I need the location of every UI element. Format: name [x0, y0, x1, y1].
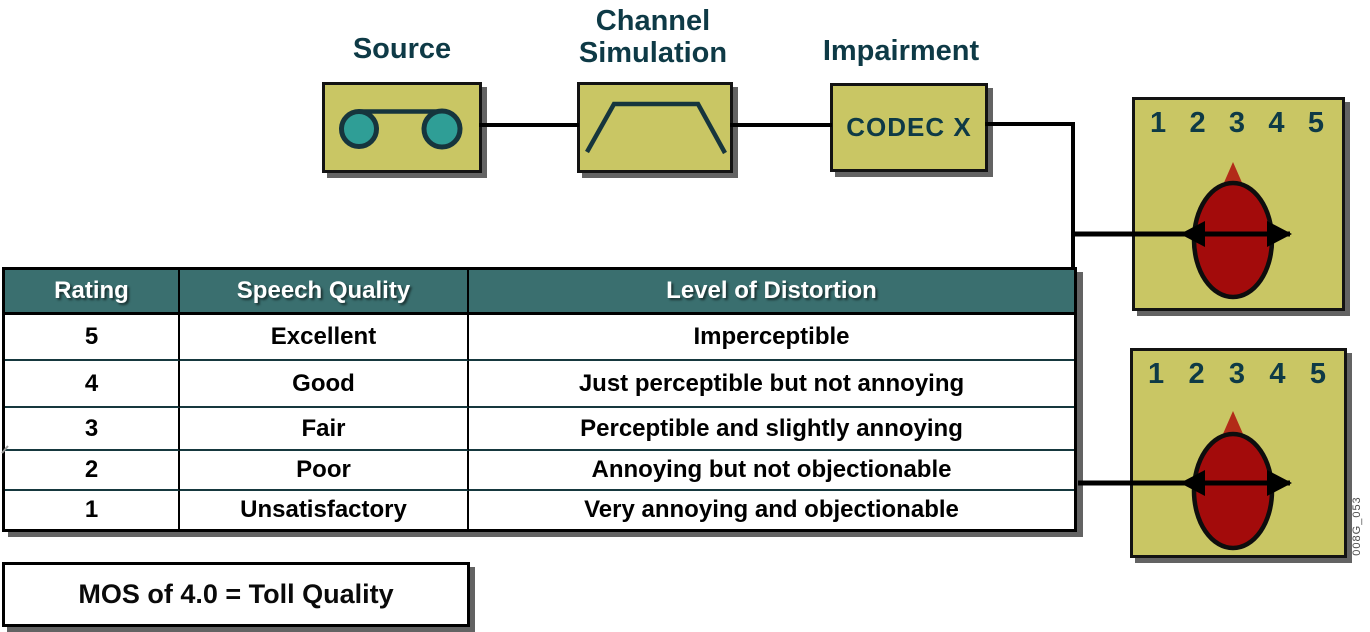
- dial-scale-number: 3: [1228, 358, 1246, 390]
- cell-level-of-distortion: Annoying but not objectionable: [469, 451, 1074, 491]
- dial-scale-number: 3: [1228, 107, 1246, 139]
- channel-label: Channel Simulation: [543, 5, 763, 69]
- header-cell-speech-quality: Speech Quality: [180, 270, 469, 315]
- cell-speech-quality: Good: [180, 361, 469, 408]
- mos-note-box: MOS of 4.0 = Toll Quality: [2, 562, 470, 627]
- source-box: [322, 82, 482, 173]
- cell-rating: 1: [5, 491, 180, 529]
- cell-rating: 5: [5, 315, 180, 361]
- header-cell-level-of-distortion: Level of Distortion: [469, 270, 1074, 315]
- tape-reel-icon: [339, 108, 463, 150]
- dial-scale-number: 2: [1189, 107, 1206, 139]
- channel-label-line2: Simulation: [578, 37, 728, 69]
- cell-level-of-distortion: Very annoying and objectionable: [584, 496, 959, 523]
- dial-scale-number: 1: [1148, 358, 1165, 390]
- cell-rating: 3: [5, 408, 180, 451]
- dial-scale-number: 1: [1150, 107, 1167, 139]
- cell-level-of-distortion: Perceptible and slightly annoying: [469, 408, 1074, 451]
- cell-speech-quality: Unsatisfactory: [180, 491, 469, 529]
- cell-level-of-distortion: Just perceptible but not annoying: [469, 361, 1074, 408]
- cell-speech-quality: Excellent: [180, 315, 469, 361]
- dial-scale-number: 4: [1268, 107, 1285, 139]
- cell-speech-quality: Fair: [180, 408, 469, 451]
- tape-reel-left: [339, 109, 379, 149]
- codec-label: CODEC X: [846, 112, 972, 142]
- source-label: Source: [352, 33, 452, 65]
- channel-label-line1: Channel: [595, 5, 711, 37]
- rating-table: Rating Speech Quality Level of Distortio…: [2, 267, 1077, 532]
- watermark-text: 008G_053: [1351, 496, 1363, 556]
- cell-rating: 4: [5, 361, 180, 408]
- mos-note-text: MOS of 4.0 = Toll Quality: [78, 579, 394, 609]
- rating-dial-2: 1 2 3 4 5: [1130, 348, 1347, 558]
- codec-box: CODEC X: [830, 83, 988, 172]
- dial-2-scale: 1 2 3 4 5: [1133, 351, 1344, 391]
- dial-scale-number: 2: [1188, 358, 1205, 390]
- cell-speech-quality: Poor: [180, 451, 469, 491]
- impairment-label: Impairment: [822, 35, 980, 67]
- tape-reel-right: [421, 108, 463, 150]
- wire-codec-to-table: [985, 122, 1075, 269]
- channel-simulation-box: [577, 82, 733, 173]
- dial-scale-number: 5: [1307, 107, 1324, 139]
- dial-1-scale: 1 2 3 4 5: [1135, 100, 1342, 140]
- rating-dial-1: 1 2 3 4 5: [1132, 97, 1345, 311]
- header-cell-rating: Rating: [5, 270, 180, 315]
- cell-level-of-distortion: Imperceptible: [469, 315, 1074, 361]
- dial-scale-number: 5: [1309, 358, 1326, 390]
- dial-scale-number: 4: [1269, 358, 1286, 390]
- cell-rating: 2: [5, 451, 180, 491]
- bandpass-filter-icon: [585, 101, 727, 155]
